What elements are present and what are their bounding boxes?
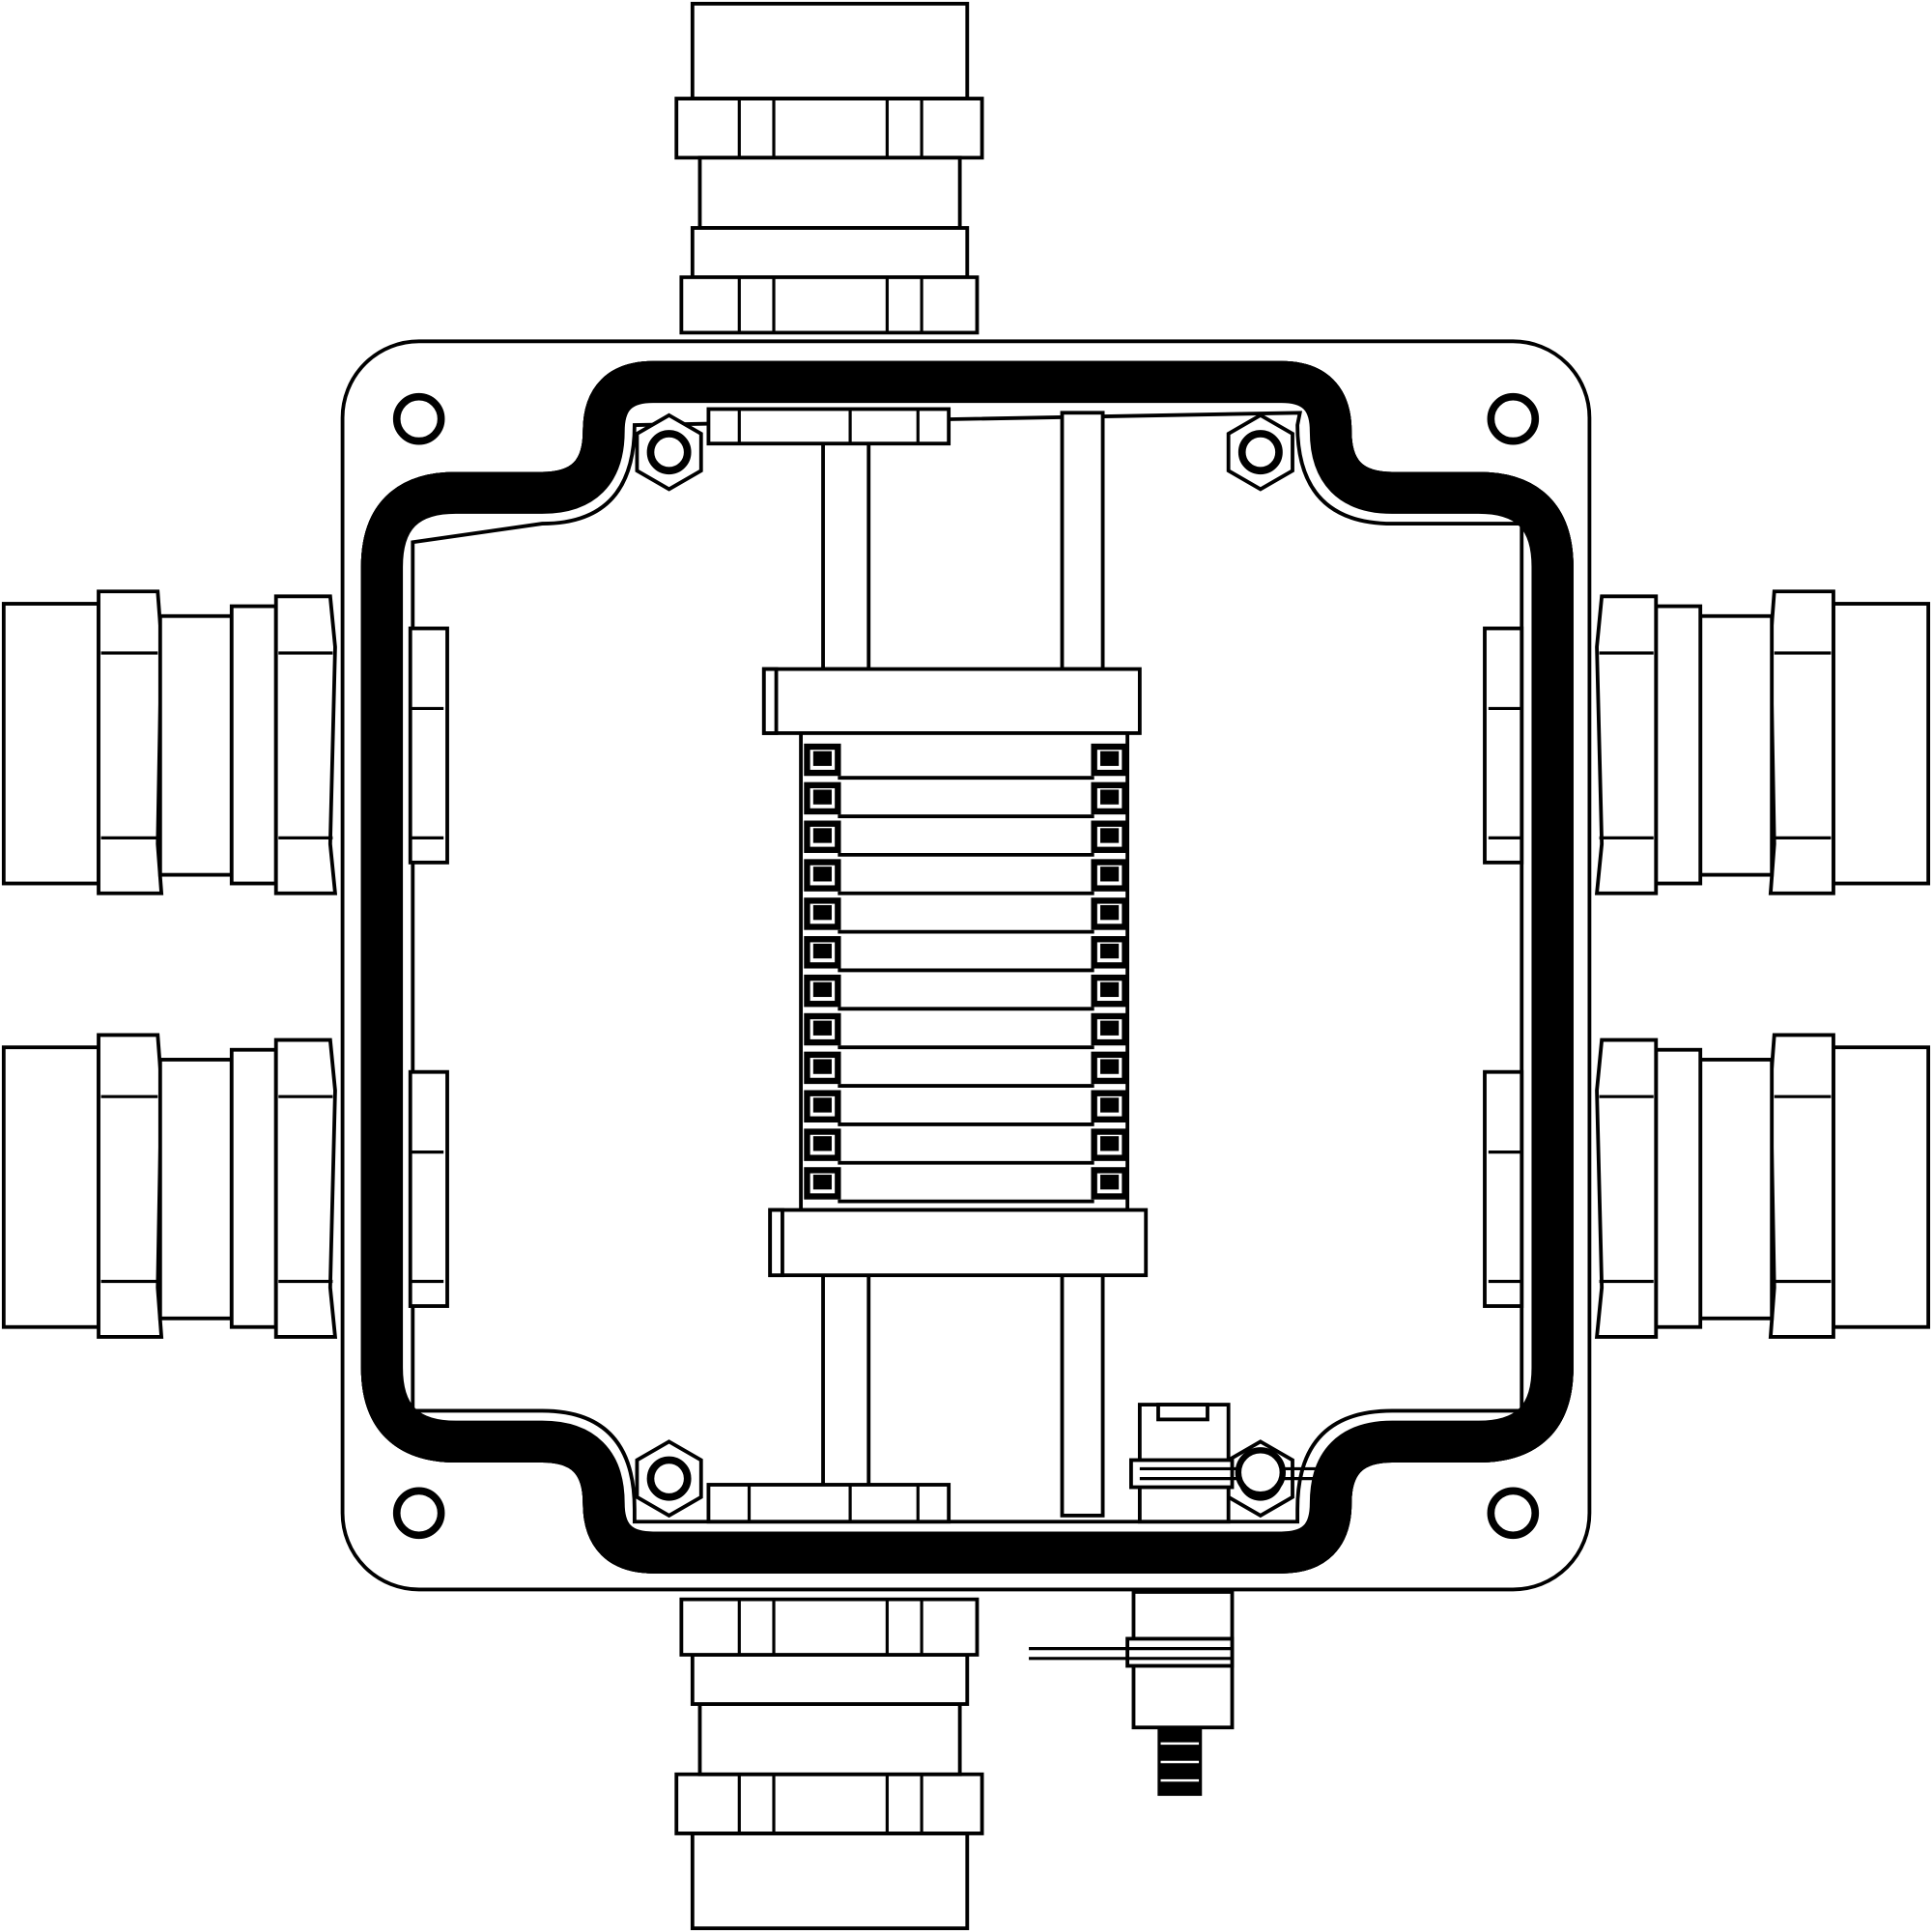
terminal bbox=[804, 820, 1128, 857]
terminal bbox=[804, 1167, 1128, 1204]
mounting-holes bbox=[392, 392, 1540, 1540]
lid-screw bbox=[635, 412, 703, 492]
mounting-hole bbox=[392, 1487, 445, 1540]
lid-screw bbox=[1226, 412, 1294, 492]
terminal bbox=[804, 974, 1128, 1011]
terminal bbox=[804, 743, 1128, 781]
mounting-hole bbox=[392, 392, 445, 445]
cable-gland-bottom bbox=[674, 1597, 984, 1931]
rail-bracket-top bbox=[706, 407, 952, 446]
lid-screw bbox=[635, 1439, 703, 1519]
terminal-block bbox=[761, 667, 1149, 1278]
terminal bbox=[804, 936, 1128, 973]
terminal bbox=[804, 1128, 1128, 1165]
terminal bbox=[804, 781, 1128, 818]
cable-gland-top bbox=[674, 1, 984, 335]
terminal bbox=[804, 897, 1128, 934]
rail-bracket-bottom bbox=[706, 1483, 952, 1524]
end-stop-bottom bbox=[768, 1208, 1149, 1278]
terminal bbox=[804, 1051, 1128, 1088]
earth-stud bbox=[1029, 1403, 1337, 1797]
terminal bbox=[804, 1012, 1128, 1050]
terminal bbox=[804, 859, 1128, 895]
terminal bbox=[804, 1090, 1128, 1126]
mounting-hole bbox=[1487, 392, 1540, 445]
end-stop-top bbox=[761, 667, 1142, 735]
mounting-hole bbox=[1487, 1487, 1540, 1540]
din-rails bbox=[706, 407, 1105, 1524]
